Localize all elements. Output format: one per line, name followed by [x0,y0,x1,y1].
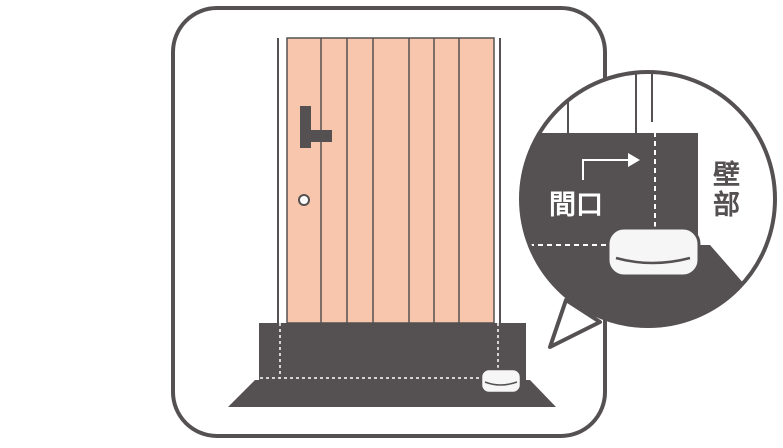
entrance-floor [228,323,556,407]
wall-label-2: 部 [713,189,740,221]
zoom-step [521,133,705,245]
wall-label-1: 壁 [713,160,740,191]
ornament-icon [479,367,523,395]
arrow-right-icon [582,153,640,180]
door [276,37,503,324]
door-handle-icon [300,106,332,148]
callout-tail [548,298,602,349]
floor-plane [228,380,556,407]
step-block [259,323,526,381]
door-panel [286,37,495,324]
door-grooves [320,38,460,323]
keyhole-icon [298,194,310,206]
guide-lines [260,323,499,379]
zoom-circle-outline [519,70,777,328]
opening-label: 間口 [549,190,603,221]
zoom-ornament-icon [606,226,701,278]
